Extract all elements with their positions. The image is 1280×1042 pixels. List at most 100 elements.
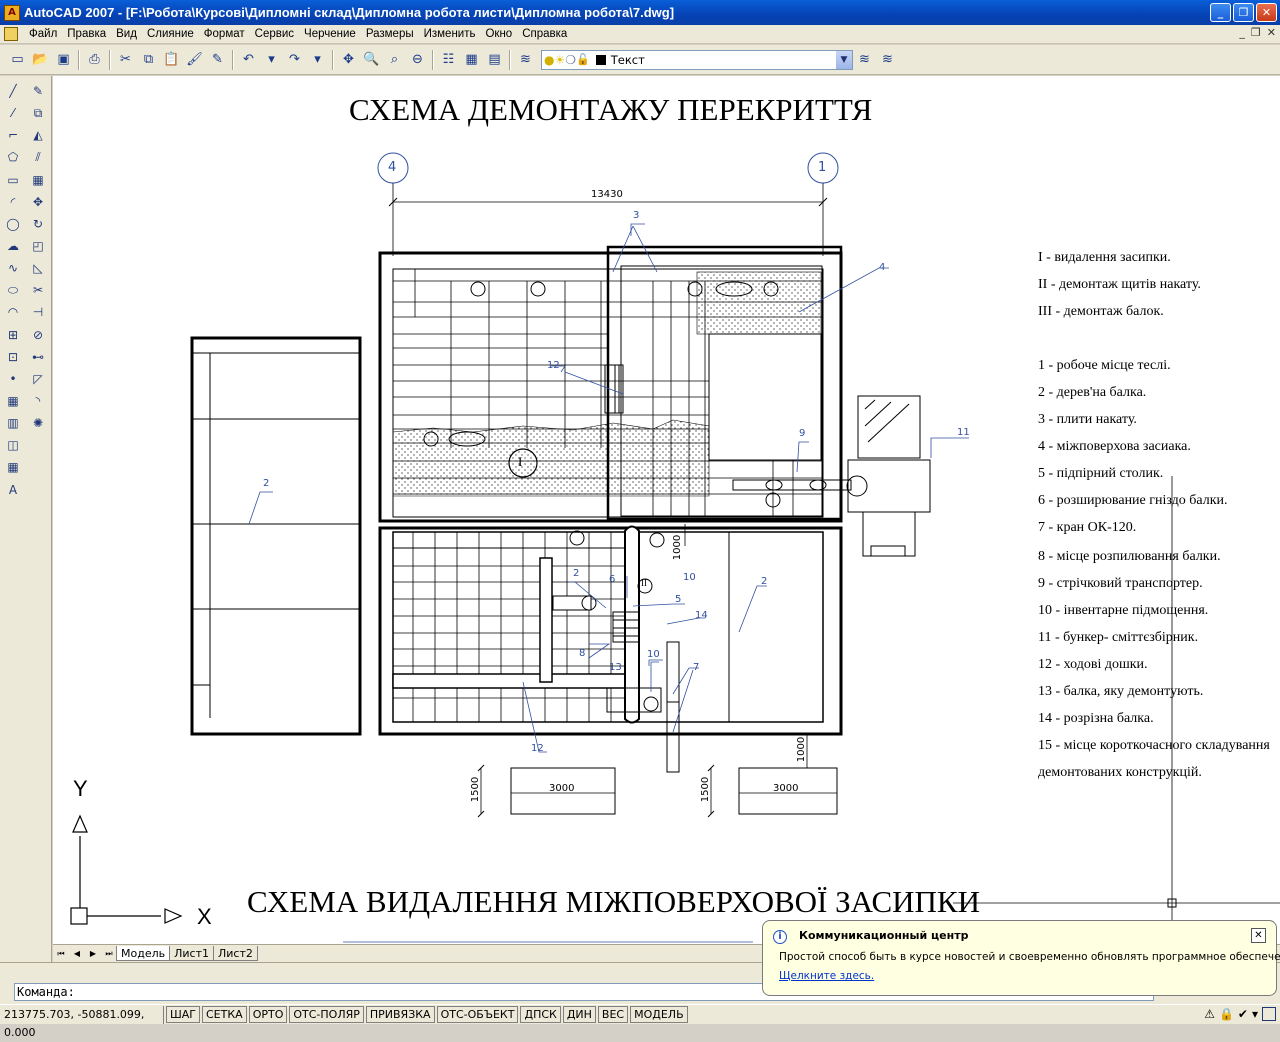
- coordinate-readout[interactable]: 213775.703, -50881.099, 0.000: [0, 1005, 164, 1039]
- pan-realtime-icon[interactable]: ✥: [343, 52, 354, 67]
- close-button[interactable]: ✕: [1256, 3, 1277, 22]
- offset-icon[interactable]: ⫽: [35, 149, 41, 164]
- properties-icon[interactable]: ☷: [442, 52, 455, 67]
- design-center-icon[interactable]: ▦: [465, 52, 478, 67]
- restore-button[interactable]: ❐: [1233, 3, 1254, 22]
- rectangle-icon[interactable]: ▭: [7, 172, 19, 187]
- tab-model[interactable]: Модель: [116, 946, 171, 961]
- polygon-icon[interactable]: ⬠: [7, 150, 19, 165]
- open-file-icon[interactable]: 📂: [32, 52, 49, 67]
- balloon-link[interactable]: Щелкните здесь.: [779, 970, 875, 982]
- break-icon[interactable]: ⊘: [32, 327, 44, 342]
- calculator-icon[interactable]: ▤: [488, 52, 501, 67]
- layer-dropdown[interactable]: ● ☀ ❍ 🔓 Текст ▼: [541, 49, 853, 70]
- new-file-icon[interactable]: ▭: [11, 52, 24, 67]
- line-icon[interactable]: ╱: [9, 84, 17, 98]
- gradient-icon[interactable]: ▥: [7, 416, 19, 431]
- layer-on-bulb-icon[interactable]: ●: [544, 52, 555, 67]
- zoom-window-icon[interactable]: ⌕: [390, 52, 399, 67]
- make-block-icon[interactable]: ⊡: [7, 349, 19, 364]
- match-properties-icon[interactable]: 🖌: [186, 52, 203, 67]
- block-editor-icon[interactable]: ✎: [212, 52, 223, 67]
- scale-icon[interactable]: ◰: [32, 238, 44, 253]
- table-icon[interactable]: ▦: [7, 460, 19, 475]
- next-tab-icon[interactable]: ▶: [89, 948, 97, 958]
- redo-dropdown-icon[interactable]: ▾: [314, 52, 321, 67]
- doc-close-icon[interactable]: ✕: [1266, 26, 1276, 39]
- copy-icon[interactable]: ⧉: [33, 105, 43, 120]
- hatch-icon[interactable]: ▦: [7, 393, 19, 408]
- trusted-dwg-icon[interactable]: ✔: [1237, 1007, 1248, 1021]
- polar-toggle[interactable]: ОТС-ПОЛЯР: [289, 1006, 364, 1023]
- construction-line-icon[interactable]: ⁄: [11, 106, 14, 121]
- ellipse-arc-icon[interactable]: ◠: [7, 305, 19, 320]
- model-toggle[interactable]: МОДЕЛЬ: [630, 1006, 688, 1023]
- osnap-toggle[interactable]: ПРИВЯЗКА: [365, 1006, 435, 1023]
- spline-icon[interactable]: ∿: [7, 261, 19, 276]
- print-icon[interactable]: ⎙: [89, 52, 100, 67]
- menu-merge[interactable]: Слияние: [146, 27, 194, 40]
- rotate-icon[interactable]: ↻: [32, 216, 44, 231]
- circle-icon[interactable]: ◯: [6, 216, 20, 231]
- paste-icon[interactable]: 📋: [163, 52, 180, 67]
- make-current-layer-icon[interactable]: ≋: [859, 52, 870, 67]
- tab-sheet2[interactable]: Лист2: [212, 946, 258, 961]
- menu-window[interactable]: Окно: [485, 27, 513, 40]
- menu-help[interactable]: Справка: [522, 27, 568, 40]
- cut-icon[interactable]: ✂: [120, 52, 131, 67]
- layer-viewport-icon[interactable]: ❍: [565, 52, 577, 67]
- point-icon[interactable]: •: [9, 371, 17, 386]
- chamfer-icon[interactable]: ◸: [33, 371, 43, 386]
- zoom-previous-icon[interactable]: ⊖: [412, 52, 423, 67]
- otrack-toggle[interactable]: ОТС-ОБЪЕКТ: [436, 1006, 519, 1023]
- menu-file[interactable]: Файл: [29, 27, 58, 40]
- doc-restore-icon[interactable]: ❐: [1250, 26, 1261, 39]
- zoom-realtime-icon[interactable]: 🔍: [363, 52, 380, 67]
- layer-lock-icon[interactable]: 🔓: [576, 53, 590, 66]
- last-tab-icon[interactable]: ⏭: [105, 948, 113, 958]
- lineweight-toggle[interactable]: ВЕС: [597, 1006, 629, 1023]
- layer-manager-icon[interactable]: ≋: [520, 52, 531, 67]
- menu-dimension[interactable]: Размеры: [365, 27, 414, 40]
- explode-icon[interactable]: ✺: [32, 416, 44, 431]
- redo-icon[interactable]: ↷: [289, 52, 300, 67]
- doc-minimize-icon[interactable]: _: [1239, 26, 1245, 39]
- minimize-button[interactable]: _: [1210, 3, 1231, 22]
- copy-icon[interactable]: ⧉: [143, 52, 154, 67]
- menu-draw[interactable]: Черчение: [304, 27, 356, 40]
- clean-screen-icon[interactable]: [1262, 1007, 1276, 1021]
- toolbar-lock-icon[interactable]: 🔒: [1218, 1007, 1234, 1021]
- drawing-canvas[interactable]: СХЕМА ДЕМОНТАЖУ ПЕРЕКРИТТЯ СХЕМА ВИДАЛЕН…: [53, 76, 1280, 944]
- move-icon[interactable]: ✥: [32, 194, 44, 209]
- array-icon[interactable]: ▦: [32, 172, 44, 187]
- autocad-app-icon[interactable]: A: [4, 4, 20, 21]
- undo-icon[interactable]: ↶: [243, 52, 254, 67]
- chevron-down-icon[interactable]: ▼: [836, 50, 852, 69]
- fillet-icon[interactable]: ◝: [35, 393, 41, 408]
- first-tab-icon[interactable]: ⏮: [57, 948, 65, 958]
- ducs-toggle[interactable]: ДПСК: [520, 1006, 561, 1023]
- snap-toggle[interactable]: ШАГ: [166, 1006, 200, 1023]
- stretch-icon[interactable]: ◺: [33, 261, 43, 276]
- insert-block-icon[interactable]: ⊞: [7, 327, 19, 342]
- undo-dropdown-icon[interactable]: ▾: [268, 52, 275, 67]
- mtext-icon[interactable]: A: [8, 482, 18, 497]
- ortho-toggle[interactable]: ОРТО: [248, 1006, 288, 1023]
- menu-format[interactable]: Формат: [203, 27, 245, 40]
- menu-edit[interactable]: Правка: [67, 27, 107, 40]
- extend-icon[interactable]: ⊣: [32, 305, 44, 320]
- erase-icon[interactable]: ✎: [32, 84, 44, 98]
- ellipse-icon[interactable]: ⬭: [7, 282, 19, 297]
- revision-cloud-icon[interactable]: ☁: [7, 238, 19, 253]
- communication-center-icon[interactable]: ⚠: [1204, 1007, 1215, 1021]
- close-icon[interactable]: ✕: [1251, 928, 1266, 943]
- join-icon[interactable]: ⊷: [32, 349, 44, 364]
- layer-previous-icon[interactable]: ≋: [882, 52, 893, 67]
- trim-icon[interactable]: ✂: [32, 283, 44, 298]
- mirror-icon[interactable]: ◭: [33, 128, 43, 143]
- region-icon[interactable]: ◫: [7, 438, 19, 453]
- tab-sheet1[interactable]: Лист1: [169, 946, 214, 961]
- dyn-toggle[interactable]: ДИН: [562, 1006, 596, 1023]
- tray-menu-icon[interactable]: ▾: [1251, 1007, 1258, 1021]
- arc-icon[interactable]: ◜: [10, 194, 16, 209]
